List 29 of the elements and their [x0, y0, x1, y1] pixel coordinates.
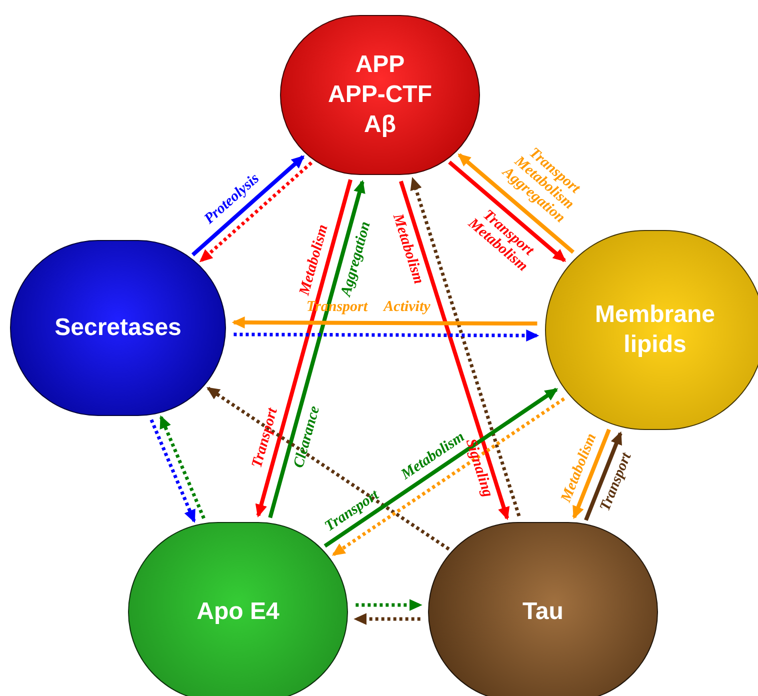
arrow: [255, 179, 352, 518]
arrow: [356, 599, 422, 611]
arrow: [324, 388, 558, 548]
arrow: [159, 415, 206, 519]
arrow: [410, 176, 521, 516]
arrow: [572, 428, 611, 520]
arrow: [354, 613, 420, 625]
arrow: [206, 386, 450, 551]
arrow: [191, 155, 305, 256]
node-label: Tau: [522, 597, 564, 627]
arrow: [448, 160, 566, 262]
arrow: [399, 180, 510, 520]
annotation-text: Activity: [383, 298, 430, 316]
arrow: [199, 161, 313, 262]
annotation-text: Transport: [249, 406, 281, 470]
node-label: Apo E4: [196, 597, 280, 627]
node-label: Aβ: [363, 110, 397, 140]
node-label: APP-CTF: [327, 80, 433, 110]
arrow: [268, 180, 366, 518]
node-label: APP: [354, 50, 406, 80]
arrow: [232, 316, 538, 328]
node-label: Secretases: [54, 313, 182, 343]
arrow: [150, 419, 196, 523]
arrow: [458, 153, 575, 254]
annotation-text: Clearance: [290, 404, 323, 470]
node-label: Membrane lipids: [594, 300, 716, 360]
arrow: [234, 330, 540, 342]
arrow: [332, 397, 566, 556]
arrow: [584, 431, 622, 521]
